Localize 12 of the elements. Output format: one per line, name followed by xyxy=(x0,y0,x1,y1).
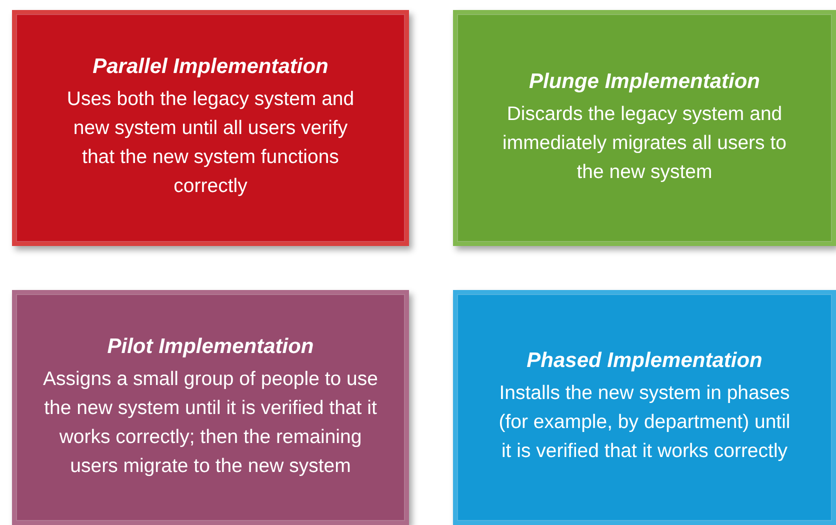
card-description: Installs the new system in phases (for example, by department) until it is verified that it works correctly xyxy=(498,381,792,464)
card-heading: Parallel Implementation xyxy=(92,55,328,79)
card-heading: Plunge Implementation xyxy=(528,70,760,94)
card-description: Uses both the legacy system and new system until all users verify that the new system functions correctly xyxy=(66,87,356,199)
card-heading: Phased Implementation xyxy=(526,349,762,373)
card-description: Discards the legacy system and immediately migrates all users to the new system xyxy=(502,102,788,184)
method-card xyxy=(453,290,836,525)
method-card xyxy=(12,10,409,246)
method-card xyxy=(12,290,409,525)
card-description: Assigns a small group of people to use the new system until it is verified that it works correctly; then the remaining users migrate to the new system xyxy=(42,366,379,478)
method-card xyxy=(453,10,836,246)
card-heading: Pilot Implementation xyxy=(107,334,314,358)
